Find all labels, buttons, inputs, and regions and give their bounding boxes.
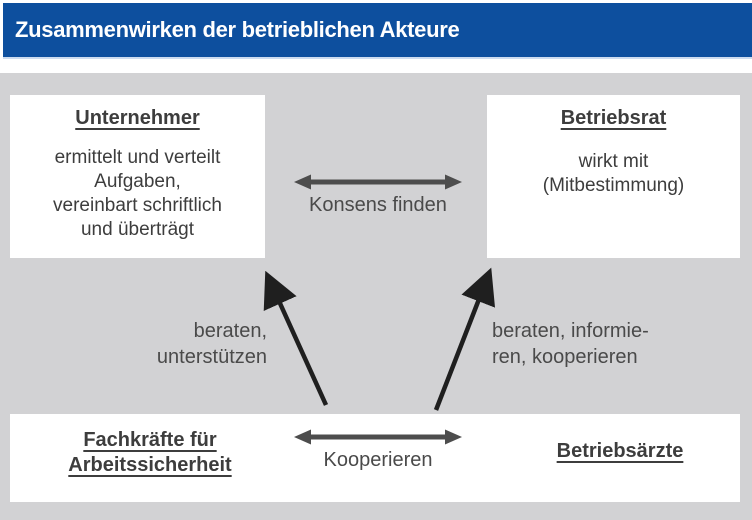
- betriebsaerzte-title: Betriebsärzte: [556, 440, 684, 462]
- header-bar: Zusammenwirken der betrieblichen Akteure: [3, 3, 752, 59]
- left-diagonal-arrow-icon: [263, 270, 329, 406]
- fachkraefte-line-2: Arbeitssicherheit: [68, 454, 232, 476]
- betriebsrat-description: wirkt mit (Mitbestimmung): [487, 150, 740, 198]
- konsens-double-arrow-icon: [294, 174, 462, 190]
- left-diagonal-line-2: unterstützen: [156, 346, 267, 368]
- unternehmer-description: ermittelt und verteilt Aufgaben, vereinb…: [10, 146, 265, 242]
- kooperieren-double-arrow-icon: [294, 429, 462, 445]
- right-diagonal-label: beraten, informie- ren, kooperieren: [492, 318, 692, 370]
- betriebsrat-title: Betriebsrat: [560, 107, 667, 129]
- unternehmer-title: Unternehmer: [75, 107, 200, 129]
- unternehmer-line-4: und überträgt: [80, 219, 195, 240]
- page-title: Zusammenwirken der betrieblichen Akteure: [15, 17, 460, 42]
- unternehmer-line-1: ermittelt und verteilt: [54, 147, 221, 168]
- unternehmer-line-3: vereinbart schriftlich: [53, 195, 222, 216]
- diagram-panel: Unternehmer ermittelt und verteilt Aufga…: [0, 73, 752, 520]
- betriebsrat-line-1: wirkt mit: [578, 151, 649, 172]
- left-diagonal-label: beraten, unterstützen: [100, 318, 267, 370]
- fachkraefte-title: Fachkräfte für Arbeitssicherheit: [40, 428, 260, 478]
- right-diagonal-arrow-icon: [433, 267, 496, 411]
- betriebsrat-box: Betriebsrat wirkt mit (Mitbestimmung): [487, 95, 740, 258]
- left-diagonal-line-1: beraten,: [193, 320, 267, 342]
- unternehmer-line-2: Aufgaben,: [94, 171, 181, 192]
- kooperieren-label: Kooperieren: [323, 449, 433, 471]
- right-diagonal-line-1: beraten, informie-: [492, 320, 649, 342]
- fachkraefte-line-1: Fachkräfte für: [83, 429, 217, 451]
- right-diagonal-line-2: ren, kooperieren: [492, 346, 638, 368]
- unternehmer-box: Unternehmer ermittelt und verteilt Aufga…: [10, 95, 265, 258]
- konsens-label: Konsens finden: [309, 194, 447, 216]
- betriebsrat-line-2: (Mitbestimmung): [542, 175, 685, 196]
- bottom-actor-bar: Fachkräfte für Arbeitssicherheit Betrieb…: [10, 414, 740, 502]
